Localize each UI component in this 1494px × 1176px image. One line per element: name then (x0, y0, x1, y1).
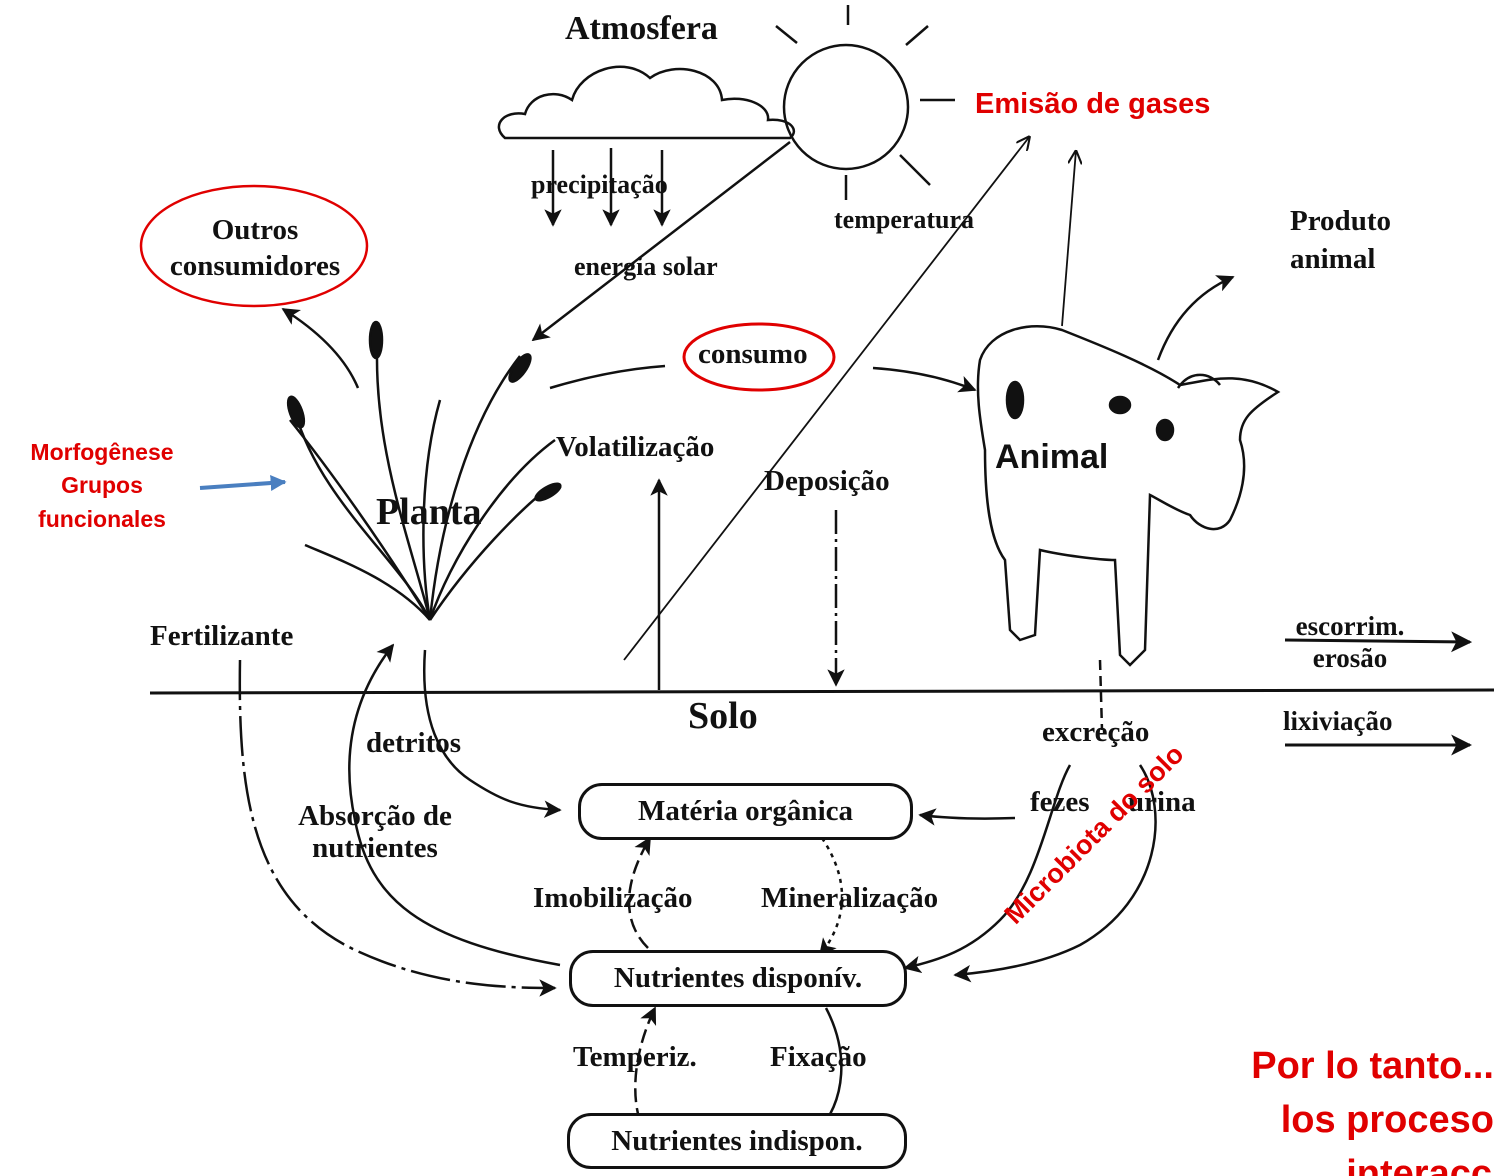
atmosphere-title: Atmosfera (565, 10, 718, 47)
fertilizer-arrow (238, 659, 557, 997)
cow-icon (976, 325, 1281, 667)
debris-label: detritos (366, 727, 462, 759)
fixation-label: Fixação (770, 1041, 867, 1073)
conclusion-line3: interacc (1346, 1152, 1492, 1176)
nutrient-absorption-line2: nutrientes (312, 831, 438, 864)
urine-label: urina (1128, 786, 1196, 818)
nutrients-unavailable-box: Nutrientes indispon. (567, 1113, 907, 1169)
consumption-ring (682, 322, 836, 392)
excretion-label: excreção (1042, 716, 1150, 748)
morphogenesis-line2: Grupos (61, 472, 143, 499)
runoff-line1: escorrim. (1295, 611, 1405, 641)
sun-icon (775, 5, 955, 200)
organic-matter-box: Matéria orgânica (578, 783, 913, 840)
fertilizer-label: Fertilizante (150, 620, 294, 652)
animal-emission-arrow (1061, 150, 1076, 327)
deposition-label: Deposição (764, 465, 890, 497)
runoff-arrow (1284, 631, 1473, 653)
nutrient-absorption-line1: Absorção de (298, 800, 452, 832)
temperature-label: temperatura (834, 205, 975, 234)
gas-emission-label: Emisão de gases (975, 88, 1211, 120)
plant-icon (286, 320, 562, 621)
nutrients-available-box: Nutrientes disponív. (569, 950, 907, 1007)
other-consumers-line1: Outros (211, 214, 299, 246)
solar-energy-label: energia solar (574, 252, 718, 281)
consumption-to-plant-line (549, 364, 666, 390)
morphogenesis-label: Morfogênese Grupos funcionales (12, 436, 192, 536)
nutrient-absorption-label: Absorção de nutrientes (270, 800, 480, 865)
immobilization-label: Imobilização (533, 882, 693, 914)
consumption-label: consumo (698, 338, 808, 370)
runoff-label: escorrim. erosão (1275, 610, 1425, 675)
immobilization-arrow (627, 836, 652, 949)
feces-arrow (918, 808, 1016, 826)
plant-label: Planta (376, 491, 482, 533)
nutrients-available-label: Nutrientes disponív. (613, 962, 863, 994)
runoff-line2: erosão (1312, 643, 1388, 674)
urine-to-nutrients-arrow (953, 764, 1157, 983)
leaching-label: lixiviação (1283, 706, 1393, 736)
animal-product-arrow (1156, 275, 1235, 361)
conclusion-text: Por lo tanto... los proceso interacc (1160, 1040, 1494, 1176)
soil-emission-arrow (623, 136, 1030, 661)
other-consumers-ring (139, 184, 369, 308)
debris-arrow (423, 649, 562, 818)
soil-surface-line (149, 688, 1494, 695)
volatilization-label: Volatilização (556, 431, 715, 463)
morphogenesis-arrow (199, 475, 287, 491)
morphogenesis-line1: Morfogênese (30, 439, 174, 465)
excretion-line (1098, 659, 1104, 731)
animal-label: Animal (995, 438, 1109, 476)
precipitation-label: precipitação (531, 170, 668, 199)
solar-energy-arrow (531, 141, 791, 342)
other-consumers-line2: consumidores (169, 250, 341, 283)
feces-to-nutrients-arrow (903, 764, 1072, 974)
animal-product-line2: animal (1290, 242, 1376, 275)
mineralization-label: Mineralização (761, 882, 939, 914)
plant-to-consumers-arrow (281, 307, 360, 389)
animal-product-line1: Produto (1290, 205, 1391, 237)
mineralization-arrow (818, 837, 844, 957)
weathering-label: Temperiz. (573, 1041, 697, 1073)
soil-label: Solo (688, 695, 758, 737)
nutrients-unavailable-label: Nutrientes indispon. (611, 1124, 863, 1157)
morphogenesis-line3: funcionales (38, 505, 166, 532)
rain-icon (544, 148, 671, 227)
animal-product-label: Produto animal (1290, 203, 1391, 278)
organic-matter-label: Matéria orgânica (637, 795, 853, 827)
consumption-to-animal-arrow (872, 366, 977, 393)
conclusion-line1: Por lo tanto... (1251, 1045, 1494, 1087)
conclusion-line2: los proceso (1280, 1098, 1494, 1141)
cloud-icon (497, 65, 796, 140)
absorption-arrow (348, 643, 561, 967)
feces-label: fezes (1030, 786, 1090, 818)
other-consumers-label: Outros consumidores (150, 212, 360, 285)
